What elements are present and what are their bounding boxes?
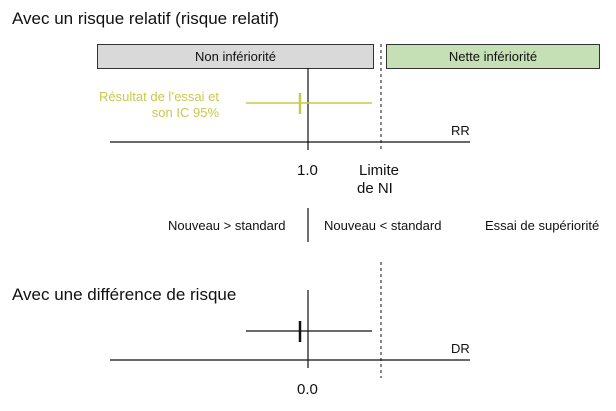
rr-null-value-label: 1.0 (297, 162, 318, 179)
net-inferiority-region-box: Nette infériorité (386, 44, 600, 69)
new-worse-label: Nouveau < standard (324, 218, 442, 233)
rr-axis-label: RR (451, 123, 470, 138)
trial-result-label-line2: son IC 95% (151, 105, 219, 120)
trial-result-label-line1: Résultat de l’essai et (99, 89, 219, 104)
dr-null-value-label: 0.0 (297, 381, 318, 398)
relative-risk-heading: Avec un risque relatif (risque relatif) (12, 9, 280, 28)
dr-axis-label: DR (451, 341, 470, 356)
ni-limit-label-line1: Limite (359, 162, 400, 179)
non-inferiority-region-box: Non infériorité (97, 44, 374, 69)
superiority-trial-label: Essai de supériorité (485, 218, 600, 233)
net-inferiority-label: Nette infériorité (448, 49, 538, 64)
non-inferiority-label: Non infériorité (195, 49, 276, 64)
risk-difference-heading: Avec une différence de risque (12, 285, 237, 304)
new-better-label: Nouveau > standard (168, 218, 286, 233)
ni-limit-label-line2: de NI (357, 180, 393, 197)
